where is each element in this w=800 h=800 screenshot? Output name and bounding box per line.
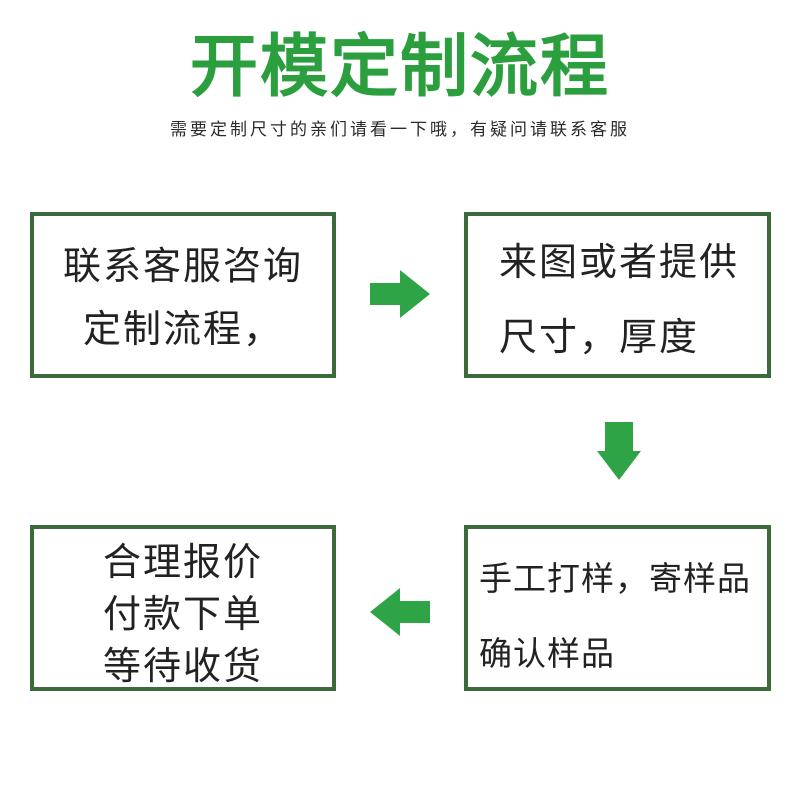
arrow-right-icon xyxy=(370,270,430,318)
page-subtitle: 需要定制尺寸的亲们请看一下哦，有疑问请联系客服 xyxy=(170,120,630,140)
step-2-line-2: 尺寸，厚度 xyxy=(499,315,700,359)
step-4-line-3: 等待收货 xyxy=(102,644,263,688)
step-1-line-2: 定制流程， xyxy=(82,307,283,351)
step-3-line-2: 确认样品 xyxy=(479,634,615,673)
arrow-down-icon xyxy=(597,422,641,480)
arrow-left-icon xyxy=(370,588,430,636)
step-box-order: 合理报价 付款下单 等待收货 xyxy=(30,525,336,691)
page-title: 开模定制流程 xyxy=(189,28,610,107)
step-box-consult: 联系客服咨询 定制流程， xyxy=(30,212,336,378)
step-1-line-1: 联系客服咨询 xyxy=(62,244,303,288)
step-box-sample: 手工打样，寄样品 确认样品 xyxy=(464,525,771,691)
step-box-provide-drawing: 来图或者提供 尺寸，厚度 xyxy=(464,212,771,378)
step-4-line-1: 合理报价 xyxy=(102,540,263,584)
step-4-line-2: 付款下单 xyxy=(102,592,263,636)
step-2-line-1: 来图或者提供 xyxy=(499,240,740,284)
step-3-line-1: 手工打样，寄样品 xyxy=(479,559,751,598)
